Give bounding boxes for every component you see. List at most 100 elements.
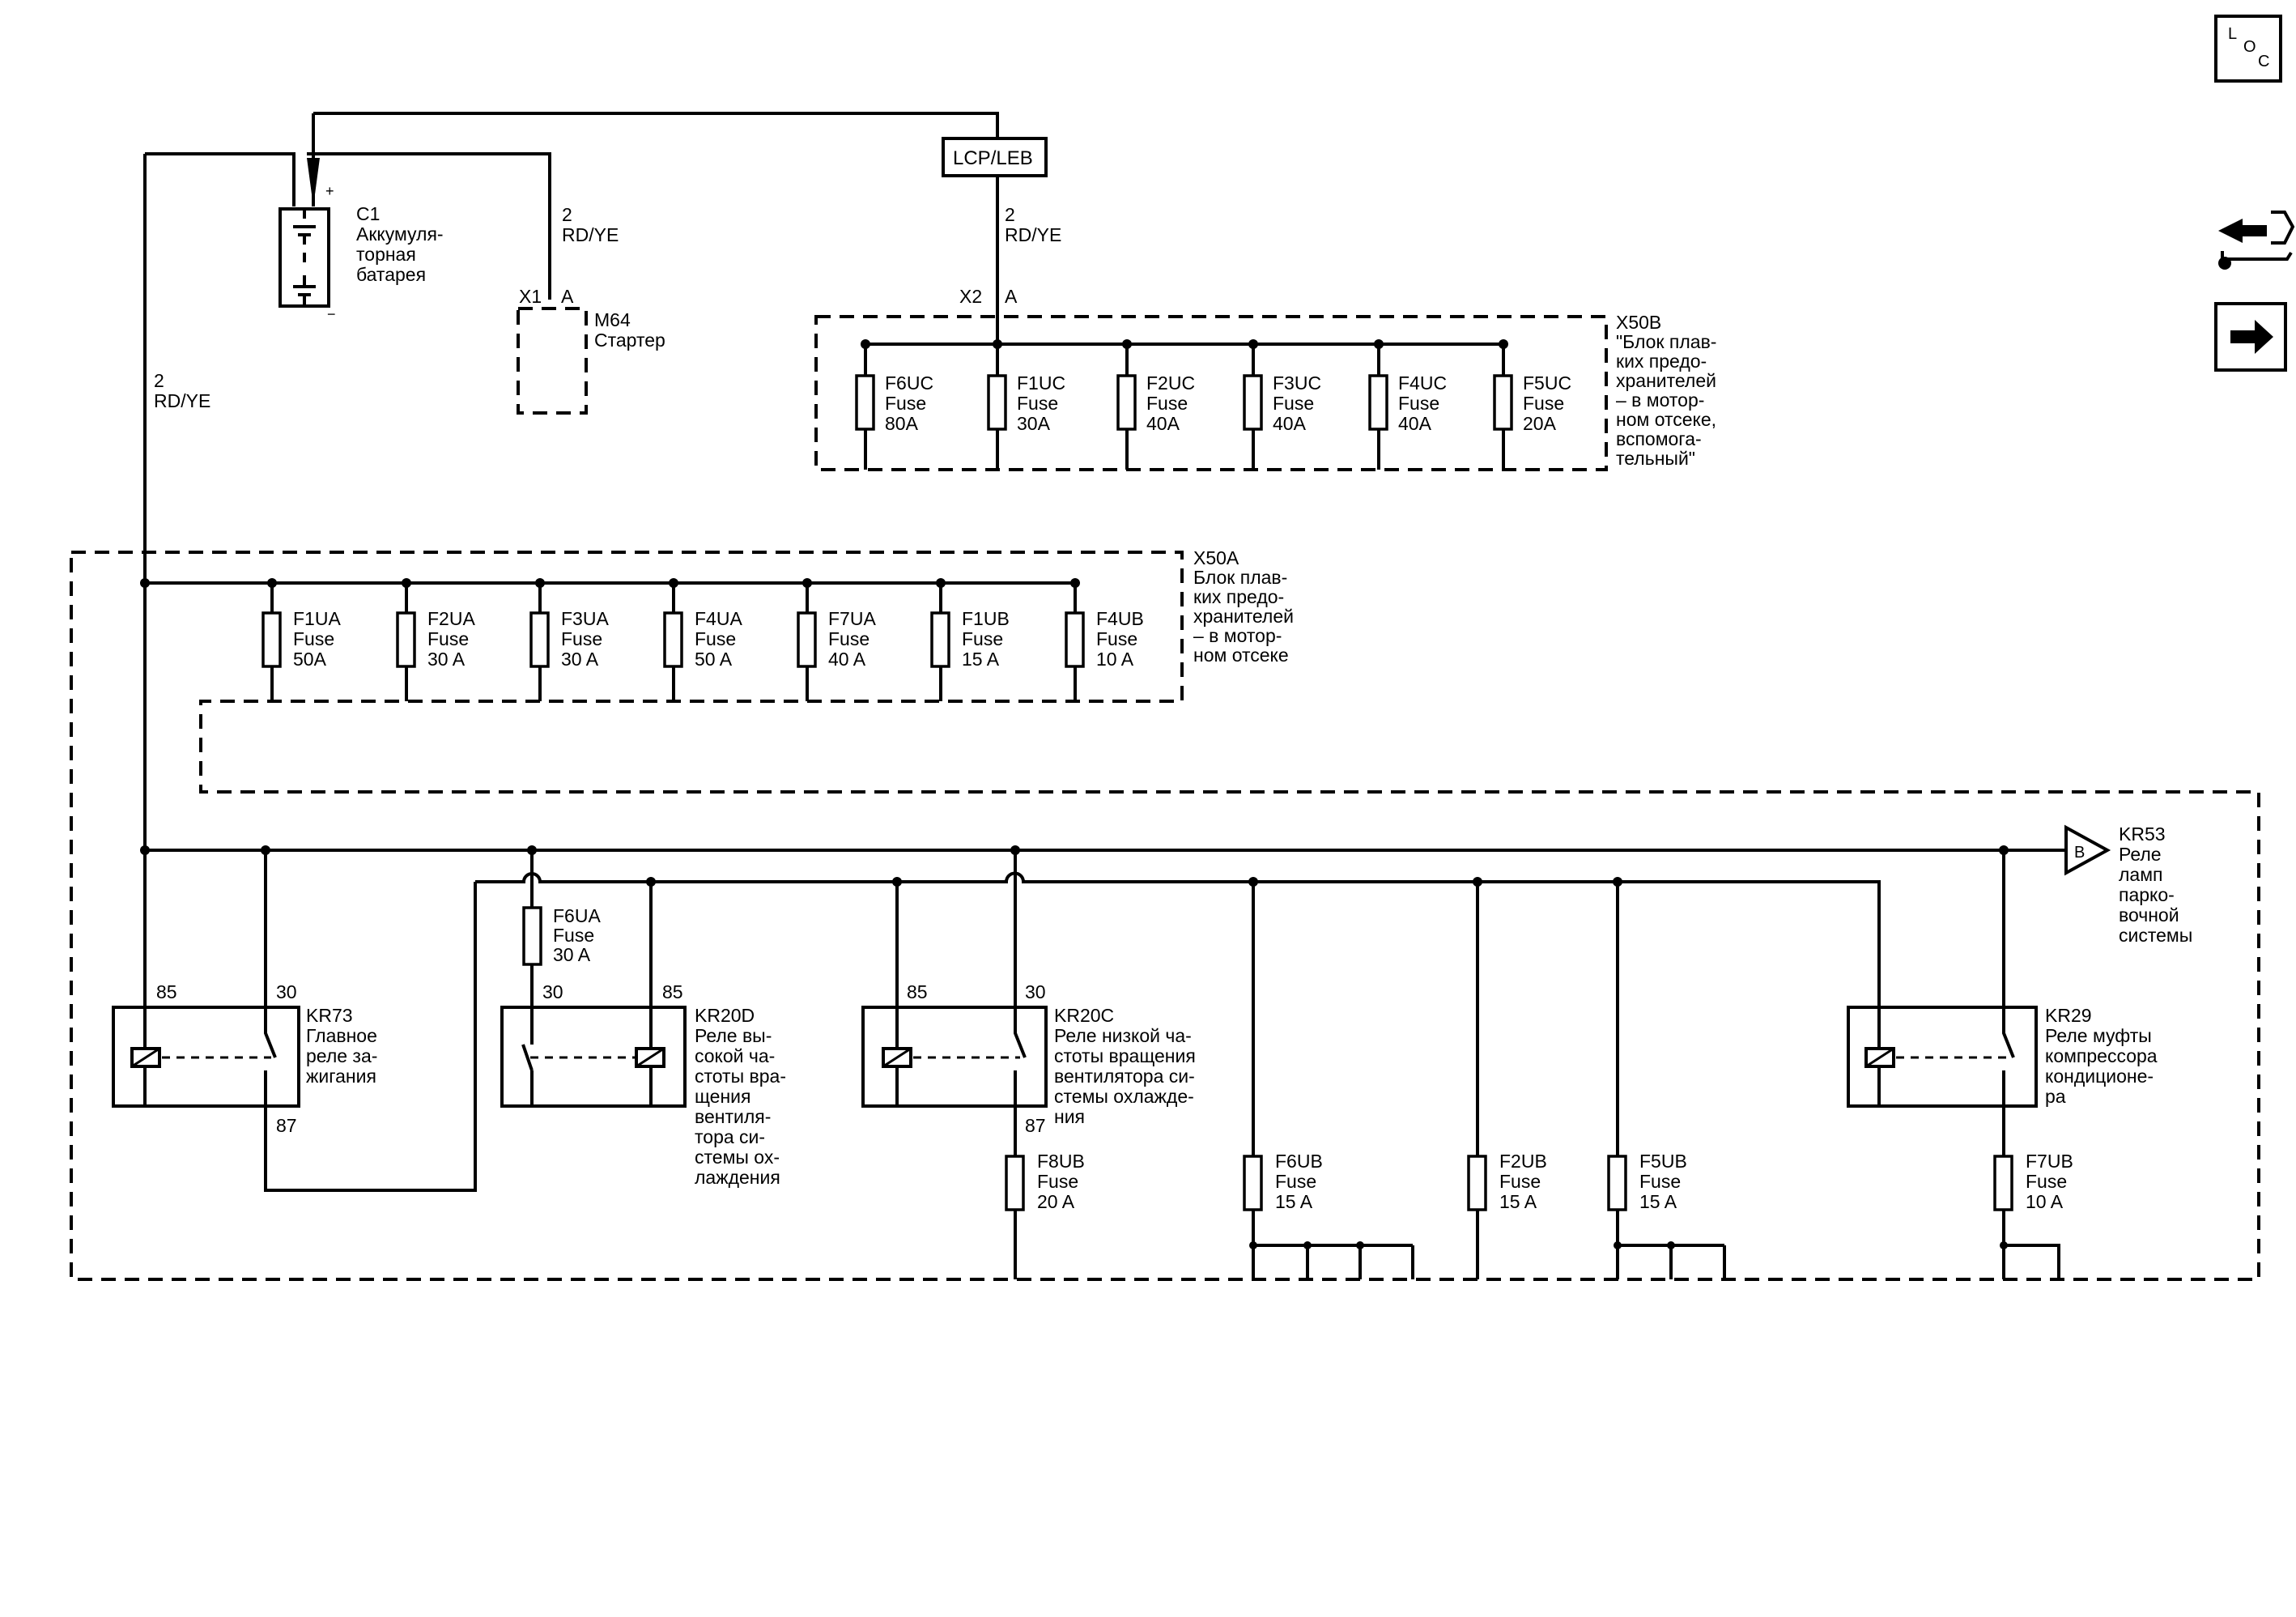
x50b-title-3: ких предо- [1616,351,1707,372]
kr20d-desc-6: тора си- [695,1126,765,1147]
kr20d-desc-3: стоты вра- [695,1066,786,1087]
x50a-title-1: X50A [1193,547,1239,568]
x50a-title-6: ном отсеке [1193,645,1289,666]
x50a-fuse-name: F1UA [293,608,341,629]
kr53-marker: B [2074,844,2085,862]
lower-fuse-rating: 15 A [1639,1191,1677,1212]
kr20d-ref: KR20D [695,1005,755,1026]
wire-x50b-color: RD/YE [1005,224,1061,245]
x50b-fuse-type: Fuse [1146,393,1188,414]
x50b-fuse-name: F2UC [1146,372,1195,394]
fuse-f6ua: F6UA Fuse 30 A [522,850,601,1007]
starter-pin-conn: X1 [519,286,542,307]
x50b-pin: A [1005,286,1018,307]
lower-fuse-type: Fuse [1037,1171,1078,1192]
kr53-desc-5: системы [2119,925,2192,946]
battery-ref: C1 [356,203,380,224]
lower-fuse-rating: 20 A [1037,1191,1075,1212]
x50a-fuse-type: Fuse [427,628,469,649]
kr53-desc-1: Реле [2119,844,2162,865]
kr20c-pin-87: 87 [1025,1115,1046,1136]
x50a-fuse-type: Fuse [1096,628,1137,649]
x50a-fuse-rating: 40 A [828,649,866,670]
x50b-fuse-type: Fuse [1273,393,1314,414]
kr20d-pin-85: 85 [662,981,683,1002]
lcp-leb-connector: LCP/LEB [942,137,1048,177]
x50b-fuse-type: Fuse [1523,393,1564,414]
relay-kr20c: 85 30 87 KR20C Реле низкой ча- стоты вра… [861,850,1196,1279]
kr20c-pin-30: 30 [1025,981,1046,1002]
kr29-desc-1: Реле муфты [2045,1025,2152,1046]
x50b-fuse-type: Fuse [1398,393,1439,414]
kr20c-desc-5: ния [1054,1106,1085,1127]
loc-letter-o: O [2243,38,2256,56]
lower-fuse-rating: 15 A [1499,1191,1537,1212]
f6ua-name: F6UA [553,905,601,926]
next-arrow-icon[interactable] [2214,302,2287,372]
kr29-desc-3: кондиционе- [2045,1066,2154,1087]
x50a-fuse-rating: 15 A [962,649,1000,670]
x50b-fuse-rating: 30A [1017,413,1051,434]
x50a-fuse-name: F1UB [962,608,1010,629]
kr53-desc-4: вочной [2119,904,2179,926]
battery-desc-2: торная [356,244,416,265]
kr20c-desc-1: Реле низкой ча- [1054,1025,1192,1046]
x50a-title-2: Блок плав- [1193,567,1287,588]
lower-fuse-name: F2UB [1499,1151,1547,1172]
starter-ref: M64 [594,309,631,330]
kr20c-desc-3: вентилятора си- [1054,1066,1195,1087]
x50a-fuse-name: F2UA [427,608,475,629]
wire-x50b-gauge: 2 [1005,204,1015,225]
wire-left-color: RD/YE [154,390,210,411]
lower-fuse-name: F5UB [1639,1151,1687,1172]
x50a-fuse-rating: 30 A [427,649,466,670]
kr20d-desc-1: Реле вы- [695,1025,772,1046]
x50b-fuse-rating: 40A [1273,413,1307,434]
x50b-title-2: "Блок плав- [1616,331,1716,352]
x50a-fuse-rating: 50 A [695,649,733,670]
lcp-leb-label: LCP/LEB [953,147,1033,169]
loc-icon[interactable]: L O C [2214,15,2282,83]
kr20d-pin-30: 30 [542,981,563,1002]
lower-fuse-type: Fuse [1275,1171,1316,1192]
x50b-fuse-name: F1UC [1017,372,1065,394]
battery-desc-1: Аккумуля- [356,223,444,245]
kr73-pin-30: 30 [276,981,297,1002]
kr20c-pin-85: 85 [907,981,928,1002]
kr20c-desc-2: стоты вращения [1054,1045,1196,1066]
x50a-title-4: хранителей [1193,606,1294,627]
lower-fuse-name: F8UB [1037,1151,1085,1172]
x50a-fuse-name: F7UA [828,608,876,629]
lower-fuse-rating: 15 A [1275,1191,1313,1212]
loc-letter-l: L [2228,25,2237,43]
kr20c-ref: KR20C [1054,1005,1114,1026]
wire-starter-gauge: 2 [562,204,572,225]
x50a-fuse-type: Fuse [695,628,736,649]
connector-tool-icon[interactable] [2218,211,2295,270]
x50a-title-3: ких предо- [1193,586,1284,607]
x50a-fuse-name: F3UA [561,608,609,629]
kr20d-desc-2: сокой ча- [695,1045,775,1066]
x50b-fuse-name: F3UC [1273,372,1321,394]
x50b-title-4: хранителей [1616,370,1716,391]
f6ua-rating: 30 A [553,944,591,965]
x50a-fuse-type: Fuse [962,628,1003,649]
x50b-fuse-name: F5UC [1523,372,1571,394]
wire-starter-color: RD/YE [562,224,619,245]
x50b-fuse-name: F6UC [885,372,933,394]
x50b-fuse-type: Fuse [885,393,926,414]
kr20c-desc-4: стемы охлажде- [1054,1086,1194,1107]
x50a-fuse-type: Fuse [561,628,602,649]
loc-letter-c: C [2258,53,2269,70]
starter-desc: Стартер [594,330,665,351]
kr73-pin-87: 87 [276,1115,297,1136]
